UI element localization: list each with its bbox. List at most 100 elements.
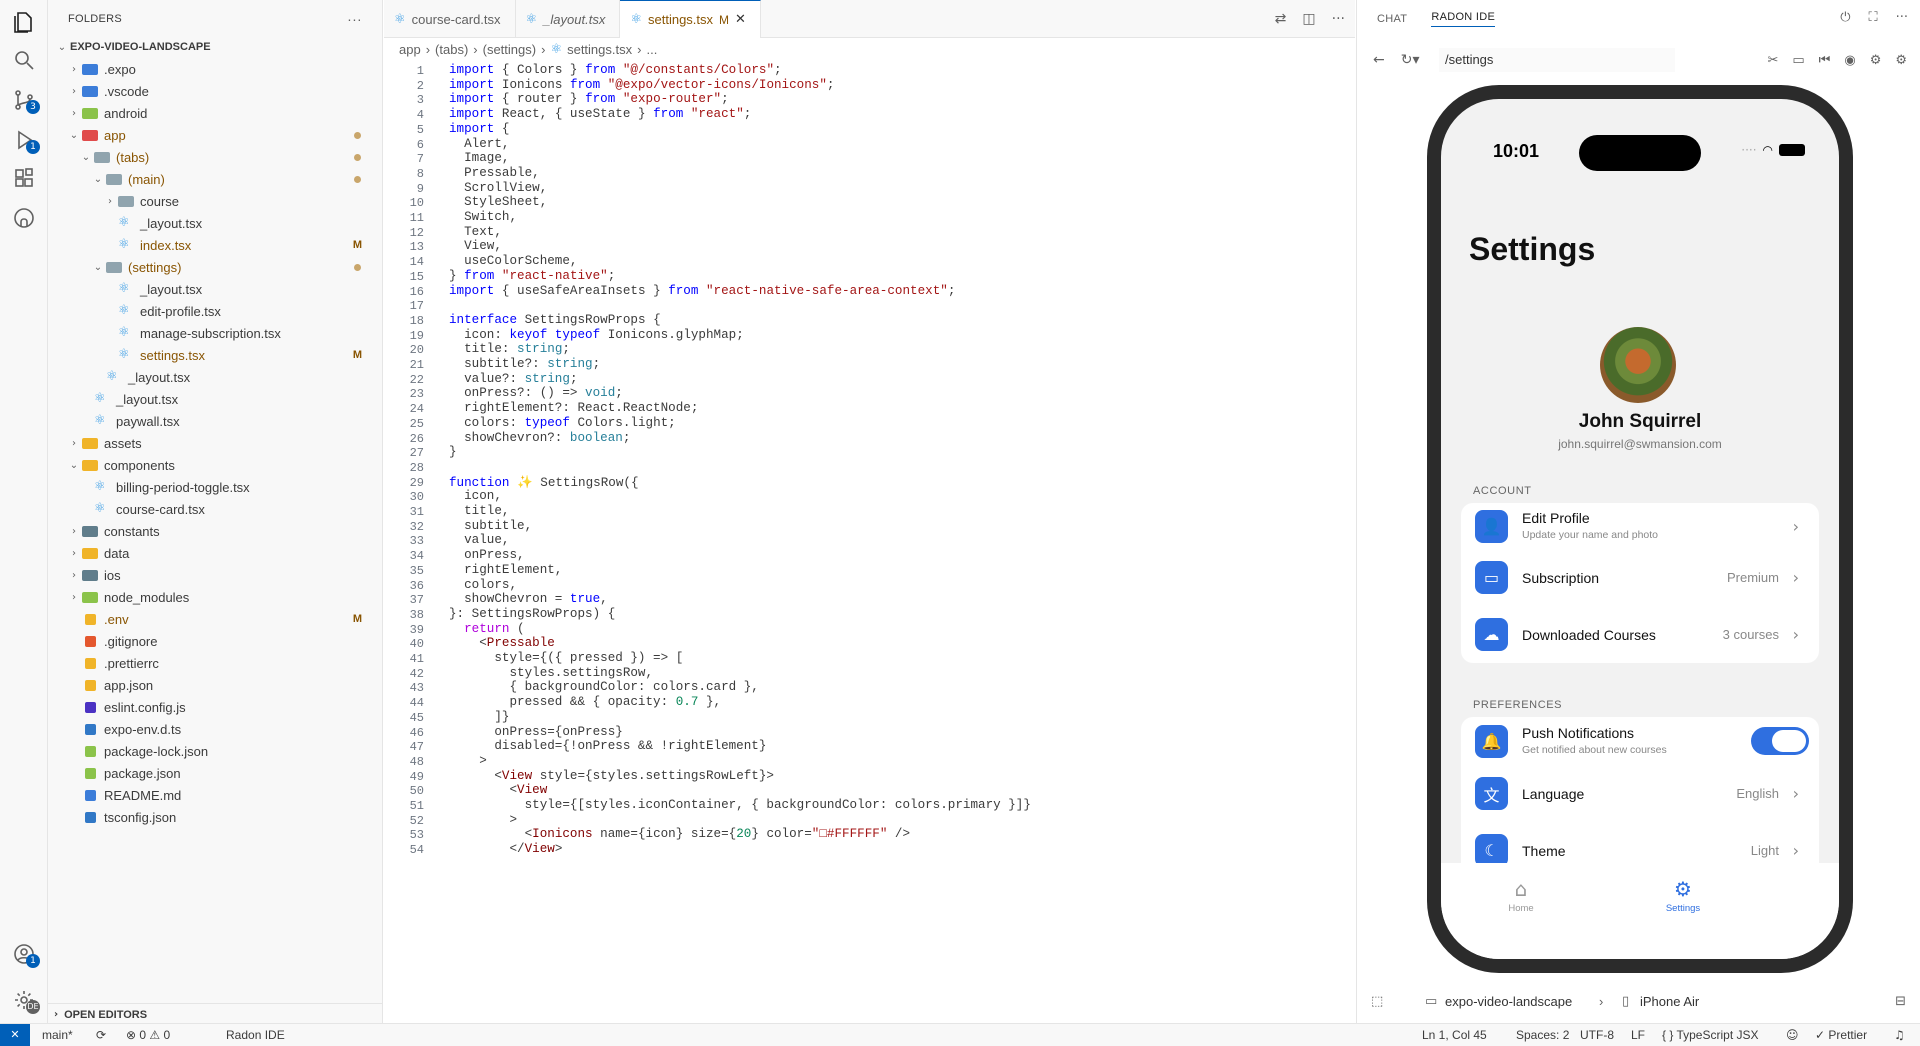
downloaded-courses-row[interactable]: ☁ Downloaded Courses 3 courses ›	[1461, 606, 1819, 663]
crumb-symbol[interactable]: ...	[646, 41, 658, 57]
gear-icon[interactable]: ⚙	[1895, 52, 1907, 68]
tree-file[interactable]: ⚛course-card.tsx	[48, 498, 382, 520]
manage-gear-icon[interactable]: DE	[10, 986, 40, 1014]
tree-file[interactable]: ⚛billing-period-toggle.tsx	[48, 476, 382, 498]
crumb-settings-folder[interactable]: (settings)	[482, 41, 537, 57]
close-icon[interactable]: ✕	[735, 12, 746, 27]
tab-layout[interactable]: ⚛ _layout.tsx	[516, 0, 621, 38]
tree-folder[interactable]: ⌄(main)	[48, 168, 382, 190]
device-settings-icon[interactable]: ⊟	[1895, 993, 1906, 1009]
replay-icon[interactable]: ⏮	[1818, 52, 1831, 68]
tree-folder[interactable]: ⌄components	[48, 454, 382, 476]
crumb-app[interactable]: app	[399, 41, 421, 57]
line-endings[interactable]: LF	[1631, 1028, 1646, 1042]
cursor-position[interactable]: Ln 1, Col 45	[1422, 1028, 1487, 1042]
crumb-tabs[interactable]: (tabs)	[435, 41, 469, 57]
radon-status[interactable]: Radon IDE	[226, 1028, 285, 1042]
more-actions-icon[interactable]: ···	[347, 11, 362, 27]
tree-file[interactable]: .gitignore	[48, 630, 382, 652]
tree-file[interactable]: package.json	[48, 762, 382, 784]
back-icon[interactable]: ←	[1373, 52, 1385, 68]
tree-folder[interactable]: ›ios	[48, 564, 382, 586]
power-icon[interactable]: ⏻	[1840, 10, 1851, 25]
subscription-row[interactable]: ▭ Subscription Premium ›	[1461, 549, 1819, 606]
avatar[interactable]	[1600, 327, 1676, 403]
tab-settings-app[interactable]: ⚙ Settings	[1643, 877, 1723, 914]
tab-chat[interactable]: CHAT	[1377, 13, 1408, 25]
tree-folder[interactable]: ⌄app	[48, 124, 382, 146]
branch-indicator[interactable]: main*	[42, 1028, 73, 1042]
tree-file[interactable]: ⚛_layout.tsx	[48, 366, 382, 388]
tree-folder[interactable]: ›node_modules	[48, 586, 382, 608]
tree-folder[interactable]: ⌄(settings)	[48, 256, 382, 278]
prettier-status[interactable]: ✓ Prettier	[1815, 1028, 1868, 1042]
tree-file[interactable]: ⚛paywall.tsx	[48, 410, 382, 432]
tab-course-card[interactable]: ⚛ course-card.tsx	[384, 0, 516, 38]
problems-indicator[interactable]: ⊗ 0 ⚠ 0	[126, 1028, 171, 1042]
more-icon[interactable]: ···	[1331, 11, 1345, 27]
tree-file[interactable]: expo-env.d.ts	[48, 718, 382, 740]
tree-file[interactable]: eslint.config.js	[48, 696, 382, 718]
language-mode[interactable]: { } TypeScript JSX	[1662, 1028, 1759, 1042]
tree-file[interactable]: .prettierrc	[48, 652, 382, 674]
tree-folder[interactable]: ›assets	[48, 432, 382, 454]
tree-file[interactable]: tsconfig.json	[48, 806, 382, 828]
tree-folder[interactable]: ›.expo	[48, 58, 382, 80]
device-screen[interactable]: 10:01 ···· ◠ Settings John Squirrel john…	[1441, 99, 1839, 959]
tab-radon-ide[interactable]: RADON IDE	[1431, 11, 1496, 27]
edit-profile-row[interactable]: 👤 Edit Profile Update your name and phot…	[1461, 503, 1819, 549]
project-selector[interactable]: expo-video-landscape	[1445, 993, 1573, 1009]
tree-folder[interactable]: ›.vscode	[48, 80, 382, 102]
inspect-icon[interactable]: ⬚	[1371, 993, 1384, 1009]
tree-file[interactable]: package-lock.json	[48, 740, 382, 762]
tree-folder[interactable]: ⌄(tabs)	[48, 146, 382, 168]
tree-file[interactable]: README.md	[48, 784, 382, 806]
compare-icon[interactable]: ⇄	[1274, 11, 1287, 27]
github-icon[interactable]	[10, 204, 38, 232]
account-icon[interactable]: 1	[10, 940, 40, 968]
maximize-icon[interactable]: ⛶	[1868, 10, 1878, 25]
screenshot-icon[interactable]: ◉	[1844, 52, 1856, 68]
tab-home[interactable]: ⌂ Home	[1481, 877, 1561, 914]
language-row[interactable]: 文 Language English ›	[1461, 765, 1819, 822]
open-editors-section[interactable]: › OPEN EDITORS	[48, 1003, 382, 1025]
tools-icon[interactable]: ✂	[1767, 52, 1779, 68]
tree-file[interactable]: app.json	[48, 674, 382, 696]
more-icon[interactable]: ···	[1895, 10, 1908, 25]
extensions-icon[interactable]	[10, 164, 38, 192]
tree-folder[interactable]: ›data	[48, 542, 382, 564]
remote-icon[interactable]: ✕	[0, 1024, 30, 1046]
record-icon[interactable]: ▭	[1792, 52, 1805, 68]
run-debug-icon[interactable]: 1	[10, 126, 40, 154]
sync-icon[interactable]: ⟳	[96, 1028, 107, 1042]
split-editor-icon[interactable]: ◫	[1302, 11, 1316, 27]
tree-file[interactable]: ⚛_layout.tsx	[48, 212, 382, 234]
search-icon[interactable]	[10, 46, 38, 74]
encoding[interactable]: UTF-8	[1580, 1028, 1614, 1042]
tree-file[interactable]: ⚛_layout.tsx	[48, 388, 382, 410]
tab-settings[interactable]: ⚛ settings.tsx M ✕	[620, 0, 761, 38]
crumb-file[interactable]: settings.tsx	[567, 41, 633, 57]
theme-row[interactable]: ☾ Theme Light ›	[1461, 822, 1819, 879]
tree-folder[interactable]: ›course	[48, 190, 382, 212]
tree-folder[interactable]: ›constants	[48, 520, 382, 542]
source-control-icon[interactable]: 3	[10, 86, 40, 114]
explorer-icon[interactable]	[10, 8, 38, 36]
notifications-toggle[interactable]	[1751, 727, 1809, 755]
device-selector[interactable]: iPhone Air	[1640, 993, 1700, 1009]
copilot-icon[interactable]: ☺	[1786, 1028, 1799, 1042]
tree-file[interactable]: ⚛_layout.tsx	[48, 278, 382, 300]
tree-folder[interactable]: ›android	[48, 102, 382, 124]
device-settings-icon[interactable]: ⚙	[1869, 52, 1882, 68]
notifications-icon[interactable]: ♫	[1894, 1028, 1905, 1042]
tree-folder[interactable]: ⌄EXPO-VIDEO-LANDSCAPE	[48, 36, 382, 58]
tree-file[interactable]: ⚛edit-profile.tsx	[48, 300, 382, 322]
reload-icon[interactable]: ↻▾	[1400, 52, 1420, 68]
tree-file[interactable]: ⚛manage-subscription.tsx	[48, 322, 382, 344]
indentation[interactable]: Spaces: 2	[1516, 1028, 1570, 1042]
url-input[interactable]: /settings	[1439, 48, 1675, 72]
